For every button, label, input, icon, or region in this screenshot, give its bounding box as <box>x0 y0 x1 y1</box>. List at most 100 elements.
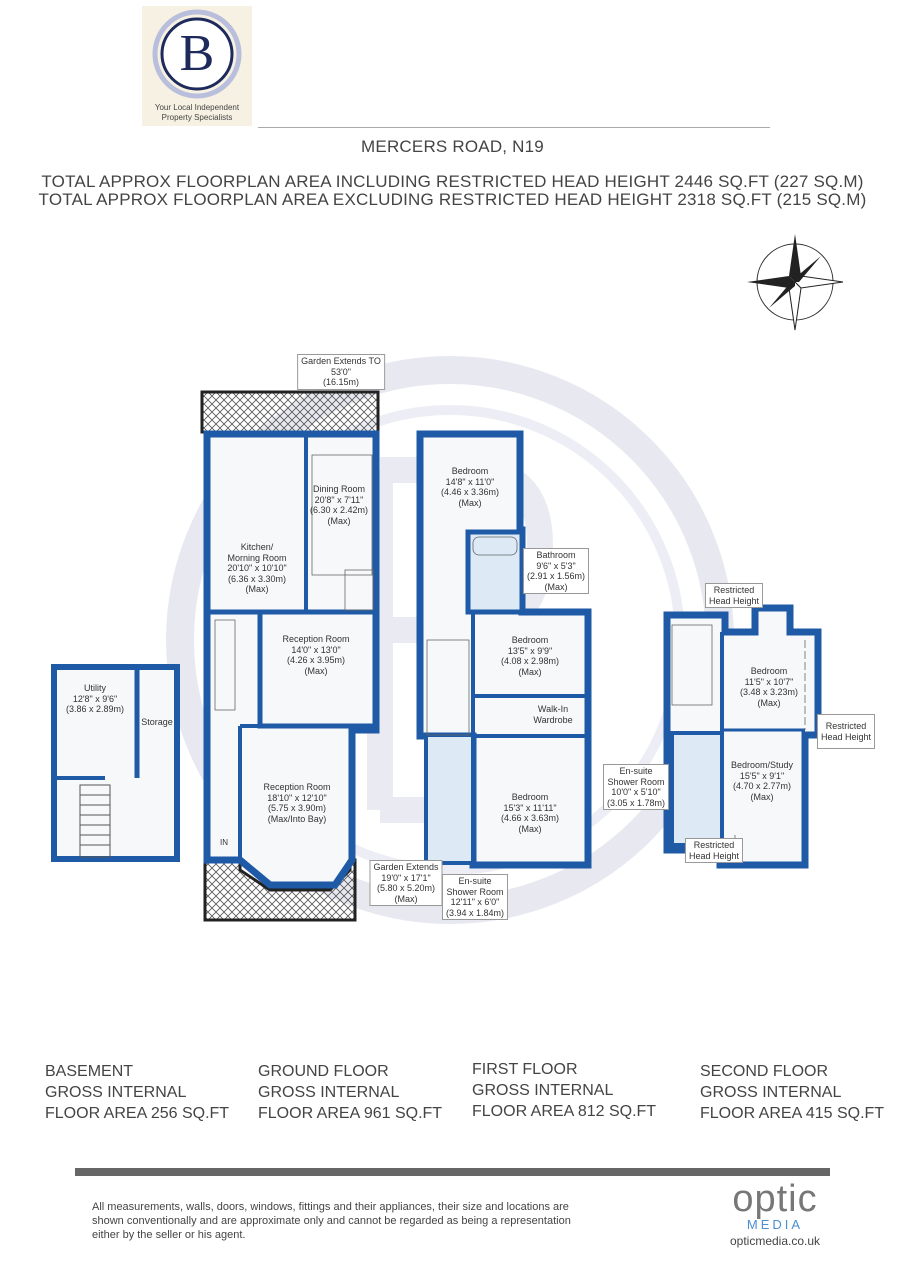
bedroom-2-label: Bedroom 13'5" x 9'9" (4.08 x 2.98m) (Max… <box>501 635 559 677</box>
room-size-imperial: 12'8" x 9'6" <box>72 693 118 704</box>
room-size-imperial: 20'10" x 10'10" <box>227 563 287 573</box>
basement-plan <box>51 664 180 862</box>
restricted-head-height-bottom: Restricted Head Height <box>684 838 744 863</box>
floor-area-caption: GROSS INTERNAL <box>472 1082 614 1099</box>
total-area-including: TOTAL APPROX FLOORPLAN AREA INCLUDING RE… <box>41 172 864 191</box>
garden-front-label: Garden Extends 19'0" x 17'1" (5.80 x 5.2… <box>369 860 443 906</box>
logo-letter: B <box>179 25 215 82</box>
label-line: (Max) <box>394 893 418 904</box>
room-size-metric: (3.94 x 1.84m) <box>445 907 505 918</box>
footer-rule <box>75 1168 830 1176</box>
room-size-imperial: 15'5" x 9'1" <box>739 770 785 781</box>
floor-area-value: FLOOR AREA 812 SQ.FT <box>472 1103 657 1120</box>
optic-media-logo: optic MEDIA opticmedia.co.uk <box>715 1180 835 1248</box>
brand-wordmark: optic <box>732 1178 818 1220</box>
room-size-metric: (3.86 x 2.89m) <box>65 704 125 714</box>
room-size-note: (Max) <box>750 791 774 802</box>
room-name: En-suite <box>619 766 653 776</box>
agent-logo-emblem <box>152 9 242 99</box>
room-name-2: Wardrobe <box>533 714 573 725</box>
floor-name: BASEMENT <box>45 1063 134 1080</box>
label-line: Restricted <box>693 840 735 850</box>
room-name: Dining Room <box>312 484 366 494</box>
bedroom-study-label: Bedroom/Study 15'5" x 9'1" (4.70 x 2.77m… <box>731 760 793 802</box>
second-ensuite-label: En-suite Shower Room 10'0" x 5'10" (3.05… <box>602 764 670 810</box>
room-size-imperial: 20'8" x 7'11" <box>314 494 364 505</box>
disclaimer-line: All measurements, walls, doors, windows,… <box>92 1201 569 1213</box>
disclaimer-line: either by the seller or his agent. <box>92 1229 246 1241</box>
room-size-note: (Max) <box>458 497 482 508</box>
room-size-note: (Max) <box>544 581 568 592</box>
label-line: Head Height <box>708 595 760 606</box>
floor-area-value: FLOOR AREA 415 SQ.FT <box>700 1105 885 1122</box>
room-name: Bedroom <box>750 666 788 676</box>
floor-area-caption: GROSS INTERNAL <box>45 1084 187 1101</box>
room-size-metric: (4.66 x 3.63m) <box>500 813 560 823</box>
bedroom-3-label: Bedroom 15'3" x 11'11" (4.66 x 3.63m) (M… <box>501 792 559 834</box>
floor-area-second: SECOND FLOOR GROSS INTERNAL FLOOR AREA 4… <box>700 1061 884 1124</box>
room-name: En-suite <box>458 876 492 886</box>
room-size-imperial: 9'6" x 5'3" <box>536 560 576 571</box>
brand-subtitle: MEDIA <box>746 1217 804 1232</box>
reception-room-2-label: Reception Room 18'10" x 12'10" (5.75 x 3… <box>263 782 330 824</box>
dining-room-label: Dining Room 20'8" x 7'11" (6.30 x 2.42m)… <box>310 484 368 526</box>
room-name: Bedroom/Study <box>730 760 794 770</box>
entrance-label: IN <box>220 838 228 847</box>
second-floor-plan <box>663 604 822 869</box>
room-size-metric: (4.08 x 2.98m) <box>500 656 560 666</box>
room-size-metric: (5.75 x 3.90m) <box>267 803 327 813</box>
room-name: Utility <box>84 683 106 693</box>
room-size-note: (Max) <box>518 823 542 834</box>
label-line: Head Height <box>688 850 740 861</box>
room-name: Bathroom <box>536 550 576 560</box>
room-size-metric: (2.91 x 1.56m) <box>526 571 586 581</box>
floor-area-caption: GROSS INTERNAL <box>700 1084 842 1101</box>
agent-logo: B Your Local Independent Property Specia… <box>142 6 252 126</box>
room-size-metric: (4.26 x 3.95m) <box>286 655 346 665</box>
restricted-head-height-right: Restricted Head Height <box>816 714 876 749</box>
room-name: Bedroom <box>511 792 549 802</box>
room-size-metric: (3.05 x 1.78m) <box>606 797 666 808</box>
room-size-metric: (3.48 x 3.23m) <box>739 687 799 697</box>
room-size-note: (Max) <box>757 697 781 708</box>
room-size-note: (Max) <box>518 666 542 677</box>
floor-name: FIRST FLOOR <box>472 1061 578 1078</box>
room-name: Reception Room <box>263 782 331 792</box>
label-line: 53'0" <box>331 366 351 377</box>
logo-tagline-2: Property Specialists <box>161 113 233 122</box>
label-line: 19'0" x 17'1" <box>381 872 431 883</box>
label-line: (5.80 x 5.20m) <box>376 883 436 893</box>
room-size-imperial: 11'5" x 10'7" <box>744 676 794 687</box>
room-size-metric: (6.36 x 3.30m) <box>227 573 287 584</box>
label-line: Garden Extends <box>373 862 439 872</box>
room-size-imperial: 18'10" x 12'10" <box>267 792 327 803</box>
label-line: Restricted <box>825 721 867 731</box>
walk-in-wardrobe-label: Walk-In Wardrobe <box>533 704 572 725</box>
floor-area-value: FLOOR AREA 256 SQ.FT <box>45 1105 230 1122</box>
header-rule <box>258 127 770 128</box>
room-size-note: (Max/Into Bay) <box>267 813 327 824</box>
garden-rear-label: Garden Extends TO 53'0" (16.15m) <box>297 354 385 390</box>
room-name: Bedroom <box>451 466 489 476</box>
room-name: Kitchen/ <box>240 542 274 552</box>
label-line: Restricted <box>713 585 755 595</box>
floor-area-first: FIRST FLOOR GROSS INTERNAL FLOOR AREA 81… <box>472 1059 656 1122</box>
room-size-imperial: 13'5" x 9'9" <box>507 645 553 656</box>
restricted-head-height-top: Restricted Head Height <box>704 583 764 608</box>
disclaimer-line: shown conventionally and are approximate… <box>92 1215 571 1227</box>
floor-area-value: FLOOR AREA 961 SQ.FT <box>258 1105 443 1122</box>
property-address: MERCERS ROAD, N19 <box>361 137 544 156</box>
storage-label: Storage <box>141 717 173 727</box>
room-size-imperial: 14'8" x 11'0" <box>445 476 495 487</box>
room-name: Walk-In <box>537 704 569 714</box>
floor-name: GROUND FLOOR <box>258 1063 389 1080</box>
second-bedroom-label: Bedroom 11'5" x 10'7" (3.48 x 3.23m) (Ma… <box>740 666 798 708</box>
reception-room-1-label: Reception Room 14'0" x 13'0" (4.26 x 3.9… <box>282 634 349 676</box>
bedroom-1-label: Bedroom 14'8" x 11'0" (4.46 x 3.36m) (Ma… <box>441 466 499 508</box>
utility-label: Utility 12'8" x 9'6" (3.86 x 2.89m) <box>66 683 124 715</box>
floor-area-basement: BASEMENT GROSS INTERNAL FLOOR AREA 256 S… <box>45 1061 229 1124</box>
floor-area-caption: GROSS INTERNAL <box>258 1084 400 1101</box>
floor-name: SECOND FLOOR <box>700 1063 829 1080</box>
bathroom-label: Bathroom 9'6" x 5'3" (2.91 x 1.56m) (Max… <box>522 548 590 594</box>
